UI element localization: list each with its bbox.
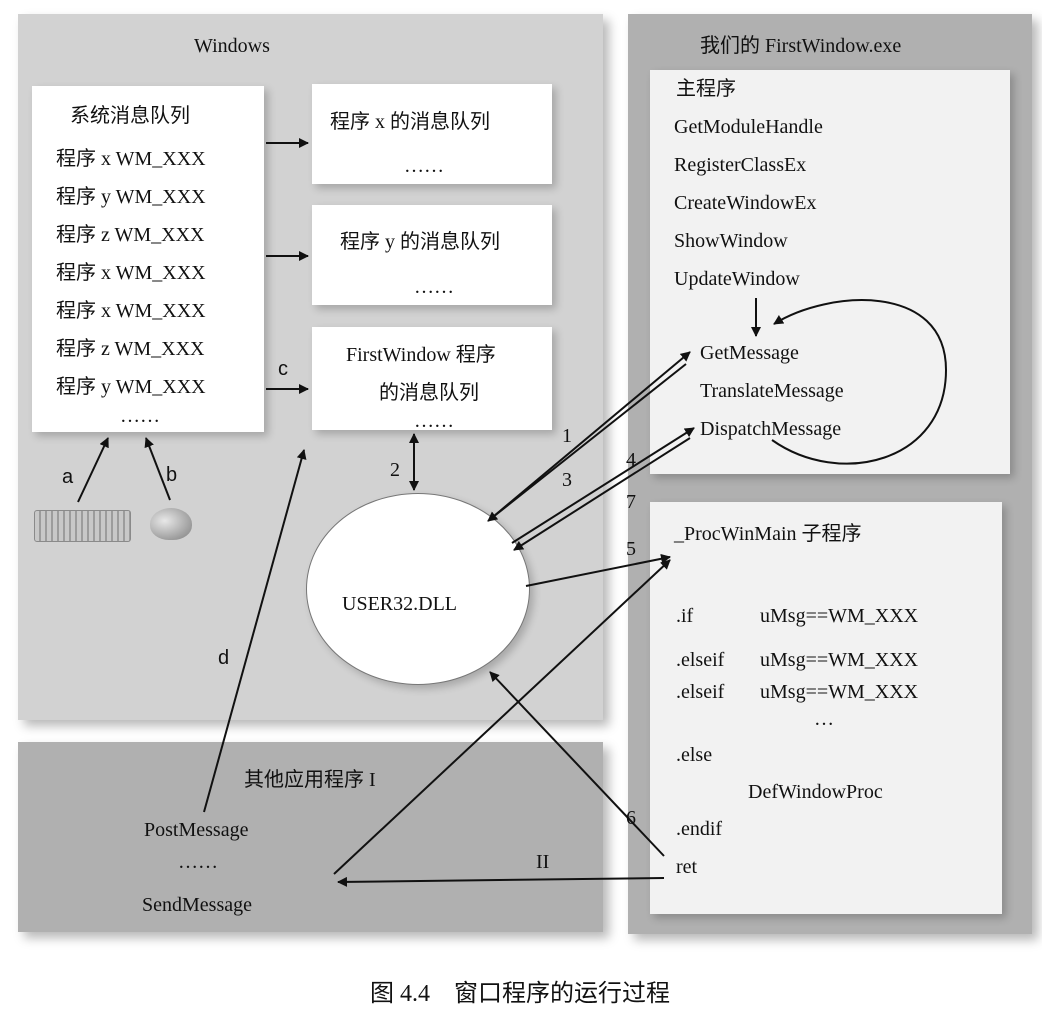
message-loop-curve bbox=[771, 299, 948, 465]
arrow-d bbox=[203, 449, 307, 813]
proc-else-keyword: .else bbox=[676, 744, 713, 766]
main-call: UpdateWindow bbox=[674, 268, 800, 290]
system-queue-box bbox=[32, 86, 264, 432]
system-queue-item: 程序 x WM_XXX bbox=[56, 300, 206, 322]
system-queue-item: 程序 x WM_XXX bbox=[56, 262, 206, 284]
label-c: c bbox=[278, 358, 288, 380]
proc-endif-keyword: .endif bbox=[676, 818, 723, 840]
loop-call-dispatchmessage: DispatchMessage bbox=[700, 418, 842, 440]
system-queue-item: 程序 y WM_XXX bbox=[56, 186, 206, 208]
label-a: a bbox=[62, 466, 74, 488]
label-ii: II bbox=[536, 851, 550, 873]
label-2: 2 bbox=[390, 459, 400, 481]
system-queue-ellipsis: …… bbox=[120, 405, 160, 427]
queue-y-ellipsis: …… bbox=[414, 276, 454, 298]
queue-firstwindow-title-line2: 的消息队列 bbox=[379, 382, 479, 404]
label-6: 6 bbox=[626, 807, 636, 829]
main-call: GetModuleHandle bbox=[674, 116, 823, 138]
proc-defwindowproc: DefWindowProc bbox=[748, 781, 883, 803]
arrow-4 bbox=[511, 427, 695, 544]
proc-if-condition: uMsg==WM_XXX bbox=[760, 605, 919, 627]
proc-ret: ret bbox=[676, 856, 698, 878]
main-call: CreateWindowEx bbox=[674, 192, 817, 214]
proc-elseif-keyword: .elseif bbox=[676, 649, 725, 671]
queue-firstwindow-box bbox=[312, 327, 552, 430]
system-queue-item: 程序 x WM_XXX bbox=[56, 148, 206, 170]
arrow-a bbox=[77, 437, 109, 503]
label-b: b bbox=[166, 464, 178, 486]
main-program-title: 主程序 bbox=[676, 78, 736, 100]
arrow-6 bbox=[489, 671, 665, 857]
queue-x-ellipsis: …… bbox=[404, 155, 444, 177]
keyboard-icon bbox=[34, 510, 131, 542]
other-app-ellipsis: …… bbox=[178, 851, 218, 873]
loop-call-translatemessage: TranslateMessage bbox=[700, 380, 844, 402]
firstwindow-exe-title: 我们的 FirstWindow.exe bbox=[700, 35, 902, 57]
label-3: 3 bbox=[562, 469, 572, 491]
arrow-ii bbox=[337, 876, 665, 887]
proc-winmain-title: _ProcWinMain 子程序 bbox=[674, 523, 862, 545]
system-queue-item: 程序 y WM_XXX bbox=[56, 376, 206, 398]
label-d: d bbox=[218, 647, 230, 669]
loop-call-getmessage: GetMessage bbox=[700, 342, 799, 364]
proc-elseif-condition: uMsg==WM_XXX bbox=[760, 649, 919, 671]
windows-panel-title: Windows bbox=[194, 35, 270, 57]
queue-firstwindow-ellipsis: …… bbox=[414, 410, 454, 432]
other-app-title: 其他应用程序 I bbox=[244, 769, 376, 791]
user32-dll-label: USER32.DLL bbox=[342, 593, 457, 615]
main-program-box bbox=[650, 70, 1010, 474]
arrow-b bbox=[144, 437, 171, 501]
post-message-label: PostMessage bbox=[144, 819, 249, 841]
queue-x-box bbox=[312, 84, 552, 184]
user32-dll-ellipse bbox=[306, 493, 530, 685]
arrow-sendmessage bbox=[333, 559, 671, 875]
main-call: ShowWindow bbox=[674, 230, 788, 252]
label-7: 7 bbox=[626, 491, 636, 513]
arrow-5 bbox=[525, 553, 671, 587]
other-app-panel bbox=[18, 742, 603, 932]
proc-if-keyword: .if bbox=[676, 605, 694, 627]
label-5: 5 bbox=[626, 538, 636, 560]
queue-firstwindow-title-line1: FirstWindow 程序 bbox=[346, 344, 496, 366]
proc-elseif-keyword: .elseif bbox=[676, 681, 725, 703]
queue-y-title: 程序 y 的消息队列 bbox=[340, 231, 500, 253]
send-message-label: SendMessage bbox=[142, 894, 252, 916]
mouse-icon bbox=[150, 508, 192, 540]
main-call: RegisterClassEx bbox=[674, 154, 807, 176]
proc-dots: … bbox=[814, 708, 834, 730]
proc-winmain-box bbox=[650, 502, 1002, 914]
system-queue-item: 程序 z WM_XXX bbox=[56, 338, 205, 360]
proc-elseif-condition: uMsg==WM_XXX bbox=[760, 681, 919, 703]
figure-caption: 图 4.4 窗口程序的运行过程 bbox=[370, 981, 670, 1007]
arrow-7 bbox=[513, 437, 691, 551]
arrow-3 bbox=[487, 363, 687, 522]
system-queue-title: 系统消息队列 bbox=[70, 105, 190, 127]
label-1: 1 bbox=[562, 425, 572, 447]
queue-y-box bbox=[312, 205, 552, 305]
label-4: 4 bbox=[626, 449, 636, 471]
arrow-1 bbox=[493, 351, 691, 517]
queue-x-title: 程序 x 的消息队列 bbox=[330, 111, 490, 133]
system-queue-item: 程序 z WM_XXX bbox=[56, 224, 205, 246]
